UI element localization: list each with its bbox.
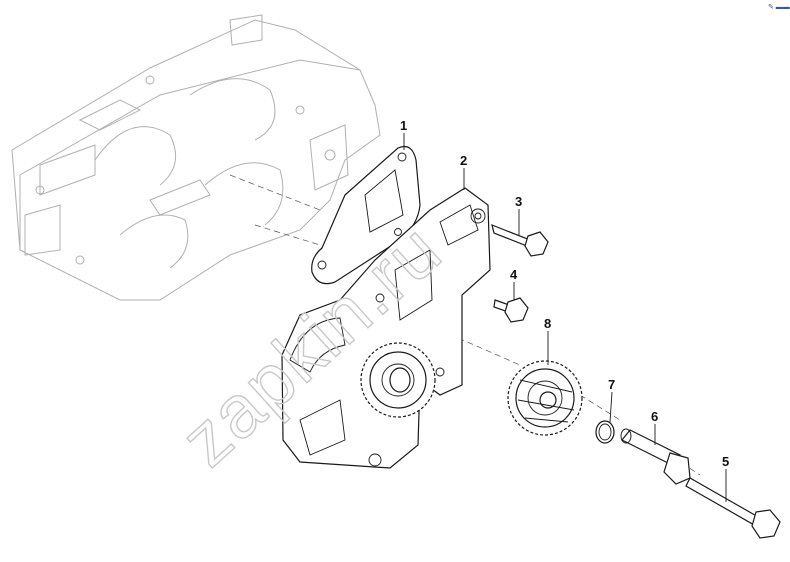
- helical-gear: [507, 360, 583, 436]
- callout-2: 2: [460, 153, 467, 168]
- corner-logo-mark: ✎ ▬▬: [768, 4, 790, 11]
- callout-5: 5: [722, 454, 729, 469]
- callout-4: 4: [510, 267, 518, 282]
- long-hex-bolt: [491, 224, 549, 257]
- callout-7: 7: [608, 377, 615, 392]
- short-hex-bolt: [493, 297, 529, 323]
- engine-block-outline: [11, 14, 381, 301]
- callout-1: 1: [400, 118, 407, 133]
- callout-8: 8: [544, 316, 551, 331]
- oil-pump-housing: [281, 187, 491, 469]
- leader-lines: [403, 133, 727, 502]
- o-ring: [595, 420, 615, 444]
- callout-6: 6: [651, 409, 658, 424]
- callout-3: 3: [515, 194, 522, 209]
- callout-labels: 1 2 3 4 5 6 7 8: [400, 118, 729, 469]
- shaft-sleeve: [620, 428, 691, 485]
- pump-drive-gear: [360, 342, 436, 418]
- long-bolt: [685, 477, 781, 539]
